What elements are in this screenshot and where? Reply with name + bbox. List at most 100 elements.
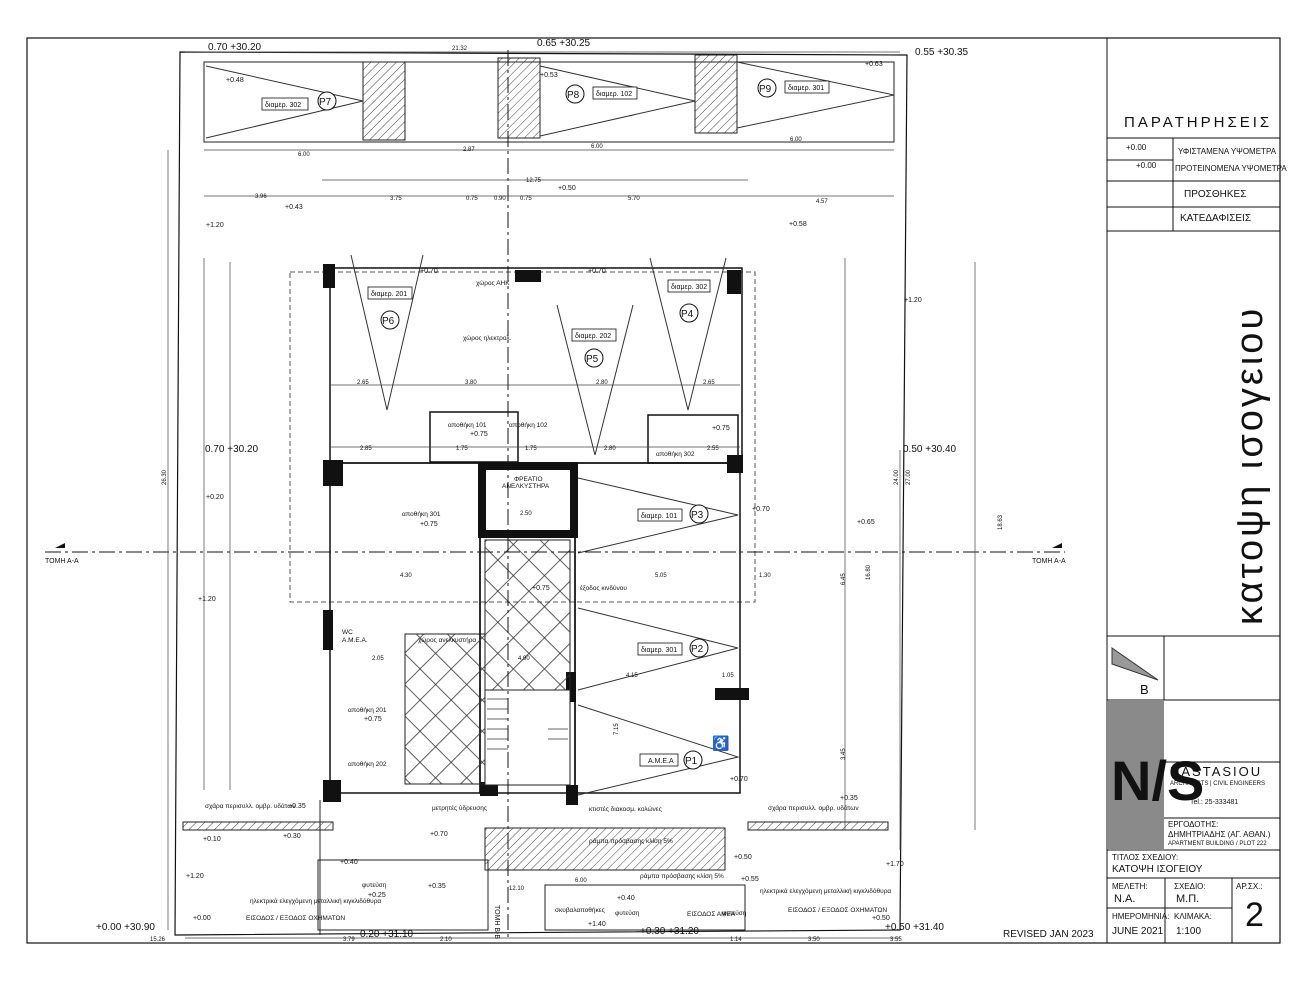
room-entry-left: ΕΙΣΟΔΟΣ / ΕΞΟΔΟΣ ΟΧΗΜΑΤΩΝ [246,915,345,922]
number-value: 2 [1245,896,1264,934]
parking-p5-owner: διαμερ. 202 [575,333,611,340]
svg-text:+0.70: +0.70 [420,268,438,275]
svg-text:+0.48: +0.48 [226,77,244,84]
svg-text:5.70: 5.70 [628,196,640,202]
room-amea-entry: ΕΙΣΟΔΟΣ ΑΜΕΑ [687,911,736,918]
proposed-level: +0.00 [1136,161,1157,170]
room-storage-202: αποθήκη 202 [348,761,387,768]
svg-text:+0.65: +0.65 [857,519,875,526]
north-label: B [1140,682,1149,697]
date-value: JUNE 2021 [1112,926,1164,937]
svg-text:+0.20: +0.20 [206,494,224,501]
svg-text:2.65: 2.65 [703,380,715,386]
svg-text:3.75: 3.75 [390,196,402,202]
svg-text:+0.40: +0.40 [617,895,635,902]
study-value: Ν.Α. [1114,893,1136,905]
parking-p4-id: P4 [681,309,694,320]
svg-text:1.14: 1.14 [730,937,742,943]
svg-text:+0.58: +0.58 [789,221,807,228]
svg-text:+1.20: +1.20 [198,596,216,603]
parking-p7-id: P7 [319,97,332,108]
svg-text:+0.75: +0.75 [712,425,730,432]
svg-text:0.75: 0.75 [520,196,532,202]
parking-p6-owner: διαμερ. 201 [371,291,407,298]
svg-text:+0.70: +0.70 [430,831,448,838]
svg-text:7.15: 7.15 [614,723,620,735]
room-gate-right: ηλεκτρικά ελεγχόμενη μεταλλική κιγκλιδόθ… [760,887,891,895]
svg-text:18.63: 18.63 [998,514,1004,530]
client-label: ΕΡΓΟΔΟΤΗΣ: [1168,820,1219,829]
dimension-values: 21.32 6.00 2.87 6.00 6.00 12.75 3.75 0.7… [150,46,1004,943]
room-storage-301: αποθήκη 301 [402,511,441,518]
svg-text:3.80: 3.80 [465,380,477,386]
parking-p6-id: P6 [382,316,395,327]
svg-text:4.15: 4.15 [626,673,638,679]
room-electric: χώρος ηλεκτρολ. [463,334,512,342]
parking-p5-id: P5 [586,354,599,365]
parking-p8: P8 διαμερ. 102 [565,84,638,104]
drawing-title-value: ΚΑΤΟΨΗ ΙΣΟΓΕΙΟΥ [1112,864,1203,875]
room-exit: έξοδος κινδύνου [580,584,627,592]
parking-p2-id: P2 [691,644,704,655]
parking-p2-owner: διαμερ. 301 [641,647,677,654]
svg-text:+0.75: +0.75 [420,521,438,528]
svg-text:+1.70: +1.70 [886,861,904,868]
svg-text:26.30: 26.30 [162,469,168,485]
parking-p4: διαμερ. 302 P4 [667,279,711,323]
parking-p7: διαμερ. 302 P7 [261,91,337,111]
svg-text:+1.20: +1.20 [186,873,204,880]
svg-text:2.55: 2.55 [707,446,719,452]
svg-text:+0.70: +0.70 [588,268,606,275]
svg-text:+0.43: +0.43 [285,204,303,211]
study-label: ΜΕΛΕΤΗ: [1112,882,1148,891]
ground-level-front [182,800,889,935]
svg-text:+1.40: +1.40 [588,921,606,928]
svg-text:2.65: 2.65 [357,380,369,386]
client-name: ΔΗΜΗΤΡΙΑΔΗΣ (ΑΓ. ΑΘΑΝ.) [1168,830,1271,839]
svg-text:1.75: 1.75 [456,446,468,452]
svg-text:4.57: 4.57 [816,199,828,205]
svg-text:6.00: 6.00 [790,137,802,143]
svg-text:+1.20: +1.20 [206,222,224,229]
room-entry-right: ΕΙΣΟΔΟΣ / ΕΞΟΔΟΣ ΟΧΗΜΑΤΩΝ [788,907,887,914]
svg-text:+0.50: +0.50 [872,915,890,922]
drawing-title-label: ΤΙΤΛΟΣ ΣΧΕΔΙΟΥ: [1112,853,1179,862]
top-parking-area [203,54,895,143]
svg-text:6.45: 6.45 [841,573,847,585]
parking-p7-owner: διαμερ. 302 [265,102,301,109]
proposed-level-label: ΠΡΟΤΕΙΝΟΜΕΝΑ ΥΨΟΜΕΤΡΑ [1175,164,1287,173]
parking-p3-owner: διαμερ. 101 [641,513,677,520]
date-label: ΗΜΕΡΟΜΗΝΙΑ: [1112,912,1170,921]
room-planter-2: φυτεύση [615,909,640,917]
notes-header: ΠΑΡΑΤΗΡΗΣΕΙΣ [1124,114,1273,131]
section-label-vertical: ΤΟΜΗ Β-Β [493,905,500,939]
svg-text:27.00: 27.00 [906,469,912,485]
svg-text:+0.55: +0.55 [741,876,759,883]
section-label-left: ΤΟΜΗ Α-Α [45,558,79,565]
parking-p1: Α.Μ.Ε.Α P1 ♿ [639,735,729,770]
svg-text:3.55: 3.55 [890,937,902,943]
level-bottom-mid: +0.30 +31.20 [640,926,699,937]
parking-p9-owner: διαμερ. 301 [788,85,824,92]
existing-level-label: ΥΦΙΣΤΑΜΕΝΑ ΥΨΟΜΕΤΡΑ [1178,147,1277,156]
firm-phone: Tel.: 25-333481 [1190,799,1239,806]
room-wc-sub: Α.Μ.Ε.Α. [342,637,368,644]
demolitions-label: ΚΑΤΕΔΑΦΙΣΕΙΣ [1180,213,1252,224]
svg-text:1.30: 1.30 [759,573,771,579]
svg-text:4.90: 4.90 [518,656,530,662]
room-labels: αποθήκη 101 αποθήκη 102 αποθήκη 302 αποθ… [205,279,891,922]
room-ahk: χώρος ΑΗΚ [476,279,510,287]
level-side-right: 0.50 +30.40 [903,444,957,455]
room-storage-102: αποθήκη 102 [509,422,548,429]
svg-text:+0.35: +0.35 [288,803,306,810]
room-planter-1: φυτεύση [362,881,387,889]
drawn-value: Μ.Π. [1176,893,1200,905]
room-storage-101: αποθήκη 101 [448,422,487,429]
svg-text:21.32: 21.32 [452,46,468,52]
svg-text:+0.40: +0.40 [340,859,358,866]
section-label-right: ΤΟΜΗ Α-Α [1032,558,1066,565]
svg-text:+0.53: +0.53 [540,72,558,79]
revised-note: REVISED JAN 2023 [1003,929,1094,940]
structural-columns [323,264,749,805]
